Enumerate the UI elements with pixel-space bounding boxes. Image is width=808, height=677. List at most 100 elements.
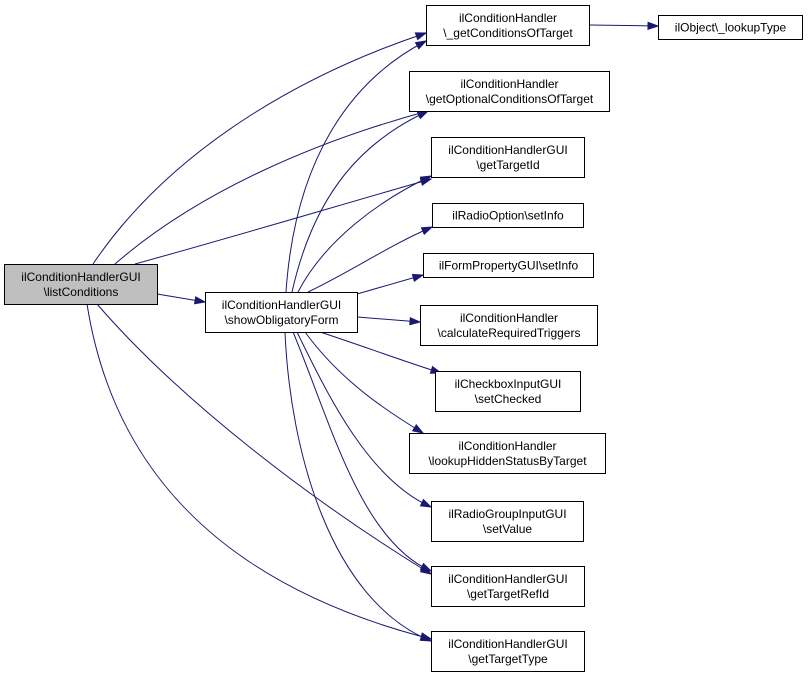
node-get-target-ref-id[interactable]: ilConditionHandlerGUI\getTargetRefId (431, 566, 585, 607)
node-calculate-required-triggers[interactable]: ilConditionHandler\calculateRequiredTrig… (420, 305, 598, 346)
arrowhead (414, 40, 428, 50)
node-get-optional-conditions-of-target[interactable]: ilConditionHandler\getOptionalConditions… (409, 71, 610, 112)
node-label-line: \getOptionalConditionsOfTarget (426, 92, 594, 106)
edge-line (356, 274, 424, 295)
node-lookup-hidden-status-by-target[interactable]: ilConditionHandler\lookupHiddenStatusByT… (409, 433, 606, 474)
edge-line (588, 24, 659, 27)
node-label-line: \getTargetId (476, 158, 539, 172)
edge-line (114, 110, 429, 265)
node-box[interactable] (205, 292, 358, 333)
edge-line (285, 40, 427, 293)
edge-show-obligatory-form-to-get-target-type (284, 331, 433, 642)
node-box[interactable] (431, 501, 584, 542)
arrowhead (411, 423, 425, 434)
node-label-line: ilFormPropertyGUI\setInfo (439, 259, 579, 273)
node-label-line: ilConditionHandler (460, 77, 558, 91)
node-label-line: ilConditionHandlerGUI (448, 143, 567, 157)
node-box[interactable] (435, 371, 581, 412)
edge-show-obligatory-form-to-get-target-id (297, 175, 433, 293)
edge-line (291, 110, 429, 293)
node-get-conditions-of-target[interactable]: ilConditionHandler\_getConditionsOfTarge… (426, 5, 590, 46)
edge-line (292, 331, 432, 572)
node-radio-set-info[interactable]: ilRadioOption\setInfo (432, 203, 584, 228)
node-box[interactable] (420, 305, 598, 346)
edge-line (134, 178, 432, 265)
edge-show-obligatory-form-to-lookup-hidden-status-by-target (304, 331, 425, 434)
edge-list-conditions-to-show-obligatory-form (156, 293, 207, 305)
arrowhead (411, 273, 425, 282)
edge-line (356, 316, 421, 323)
edge-line (96, 303, 432, 575)
edge-show-obligatory-form-to-form-set-info (356, 273, 425, 295)
node-box[interactable] (409, 71, 610, 112)
edge-list-conditions-to-get-optional-conditions-of-target (114, 109, 430, 265)
node-label-line: ilConditionHandlerGUI (448, 572, 567, 586)
edge-line (92, 32, 427, 265)
edge-line (297, 175, 432, 293)
edge-line (307, 226, 433, 293)
arrowhead (414, 32, 428, 41)
node-label-line: ilObject\_lookupType (675, 21, 787, 35)
node-set-checked[interactable]: ilCheckboxInputGUI\setChecked (435, 371, 581, 412)
node-form-set-info[interactable]: ilFormPropertyGUI\setInfo (423, 253, 594, 278)
node-label-line: ilRadioOption\setInfo (452, 209, 564, 223)
edge-line (304, 331, 424, 434)
edge-get-conditions-of-target-to-lookup-type (588, 21, 660, 31)
node-set-value[interactable]: ilRadioGroupInputGUI\setValue (431, 501, 584, 542)
node-label-line: \lookupHiddenStatusByTarget (428, 454, 587, 468)
node-get-target-id[interactable]: ilConditionHandlerGUI\getTargetId (431, 137, 585, 178)
edge-line (284, 331, 432, 642)
edge-list-conditions-to-get-target-ref-id (96, 303, 433, 575)
node-label-line: \listConditions (44, 285, 119, 299)
edge-show-obligatory-form-to-get-conditions-of-target (285, 40, 428, 293)
edge-line (86, 303, 432, 640)
arrowhead (419, 632, 433, 642)
edge-line (319, 331, 442, 374)
node-label-line: \calculateRequiredTriggers (438, 326, 581, 340)
node-box[interactable] (432, 203, 584, 228)
node-label-line: ilConditionHandlerGUI (448, 637, 567, 651)
node-label-line: \setChecked (475, 392, 542, 406)
node-label-line: \_getConditionsOfTarget (443, 26, 573, 40)
node-label-line: \getTargetRefId (467, 587, 549, 601)
node-label-line: \setValue (483, 522, 532, 536)
node-box[interactable] (431, 631, 585, 672)
edge-list-conditions-to-get-conditions-of-target (92, 32, 428, 265)
node-lookup-type[interactable]: ilObject\_lookupType (658, 15, 803, 40)
edge-line (296, 331, 432, 508)
edge-show-obligatory-form-to-radio-set-info (307, 226, 434, 293)
node-box[interactable] (409, 433, 606, 474)
edge-list-conditions-to-get-target-type (86, 303, 433, 641)
node-box[interactable] (423, 253, 594, 278)
edges-layer (86, 21, 660, 642)
node-label-line: ilRadioGroupInputGUI (448, 507, 566, 521)
arrowhead (409, 316, 422, 326)
node-label-line: ilCheckboxInputGUI (455, 377, 562, 391)
node-box[interactable] (4, 264, 158, 305)
node-list-conditions[interactable]: ilConditionHandlerGUI\listConditions (4, 264, 158, 305)
arrowhead (193, 296, 207, 305)
node-get-target-type[interactable]: ilConditionHandlerGUI\getTargetType (431, 631, 585, 672)
nodes-layer: ilConditionHandlerGUI\listConditionsilCo… (4, 5, 803, 672)
node-label-line: ilConditionHandler (459, 11, 557, 25)
node-show-obligatory-form[interactable]: ilConditionHandlerGUI\showObligatoryForm (205, 292, 358, 333)
arrowhead (647, 21, 660, 31)
node-box[interactable] (658, 15, 803, 40)
node-label-line: ilConditionHandler (458, 439, 556, 453)
edge-show-obligatory-form-to-get-target-ref-id (292, 331, 433, 572)
edge-show-obligatory-form-to-calculate-required-triggers (356, 316, 422, 326)
arrowhead (419, 175, 433, 185)
node-label-line: ilConditionHandlerGUI (222, 298, 341, 312)
node-box[interactable] (431, 566, 585, 607)
arrowhead (419, 562, 433, 572)
arrowhead (420, 226, 434, 236)
node-label-line: \getTargetType (468, 652, 548, 666)
arrowhead (419, 498, 433, 508)
node-box[interactable] (426, 5, 590, 46)
edge-list-conditions-to-get-target-id (134, 177, 433, 265)
node-box[interactable] (431, 137, 585, 178)
node-label-line: \showObligatoryForm (224, 313, 338, 327)
node-label-line: ilConditionHandler (460, 311, 558, 325)
edge-show-obligatory-form-to-set-value (296, 331, 433, 508)
